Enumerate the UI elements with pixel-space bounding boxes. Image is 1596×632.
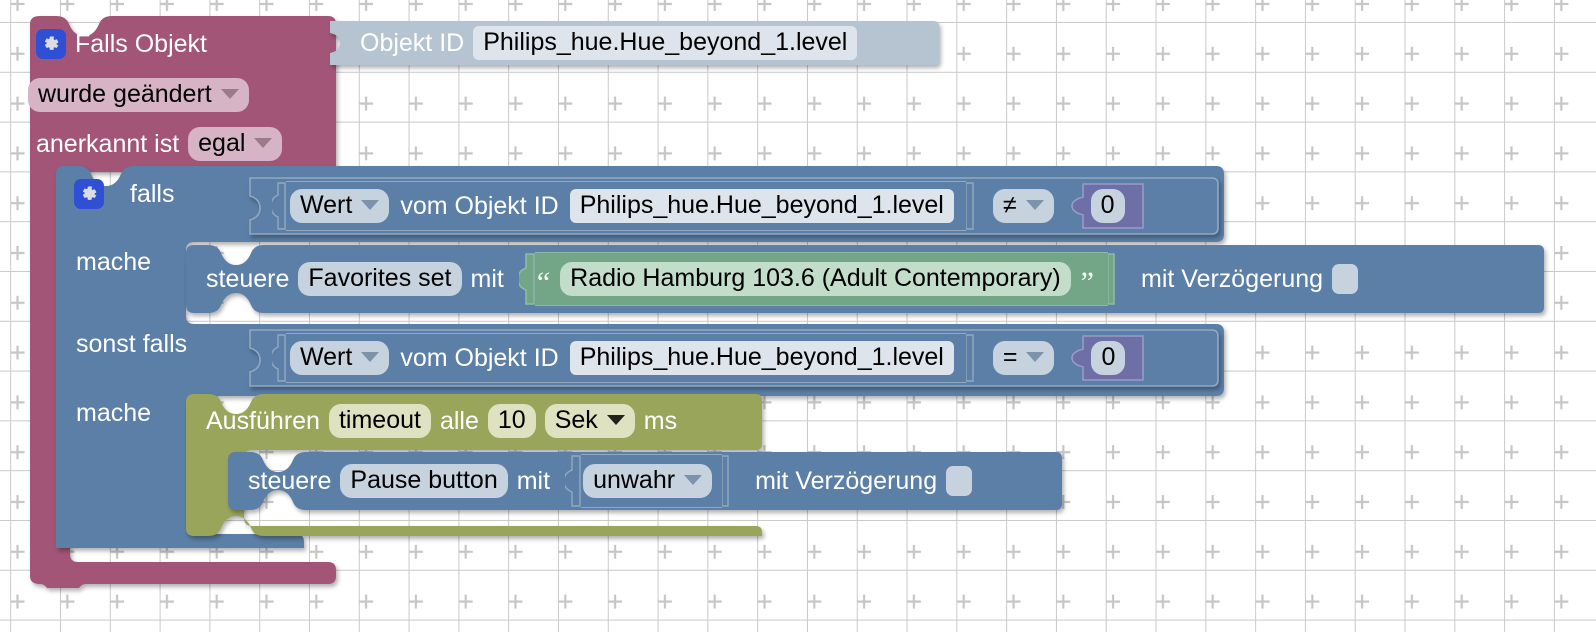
delay-checkbox-1[interactable] — [1332, 264, 1359, 294]
chevron-down-icon — [684, 475, 703, 485]
object-id-input[interactable]: Philips_hue.Hue_beyond_1.level — [473, 26, 858, 60]
change-mode-field[interactable]: wurde geändert — [28, 78, 249, 112]
number-field-1[interactable]: 0 — [1090, 189, 1125, 223]
string-value-input[interactable]: Radio Hamburg 103.6 (Adult Contemporary) — [560, 262, 1071, 296]
control-target-2[interactable]: Pause button — [340, 464, 508, 498]
condition-object-id-1[interactable]: Philips_hue.Hue_beyond_1.level — [569, 189, 954, 223]
bool-dropdown[interactable]: unwahr — [583, 464, 713, 498]
number-field-2[interactable]: 0 — [1091, 341, 1126, 375]
timeout-every-label: alle — [439, 406, 479, 435]
gear-icon[interactable] — [36, 29, 66, 59]
timeout-unit-suffix: ms — [643, 406, 678, 435]
control-verb-2: steuere — [248, 466, 332, 495]
from-object-label-2: vom Objekt ID — [400, 343, 559, 372]
do-label-2: mache — [76, 399, 152, 427]
operator-dropdown-1[interactable]: ≠ — [992, 189, 1054, 223]
trigger-ack-row: anerkannt ist egal — [36, 127, 283, 161]
chevron-down-icon — [1025, 200, 1044, 210]
delay-label-2: mit Verzögerung — [755, 466, 938, 495]
change-mode-label: wurde geändert — [38, 79, 212, 108]
trigger-change-mode-dropdown[interactable]: wurde geändert — [28, 78, 249, 112]
timeout-interval-field[interactable]: 10 — [487, 404, 536, 438]
timeout-name-field[interactable]: timeout — [328, 404, 431, 438]
timeout-run-label: Ausführen — [206, 406, 320, 435]
value-type-1: Wert — [300, 190, 353, 219]
operator-2: = — [1002, 342, 1018, 371]
object-id-block[interactable]: Objekt ID Philips_hue.Hue_beyond_1.level — [330, 19, 940, 67]
control-with-2: mit — [516, 466, 551, 495]
from-object-label-1: vom Objekt ID — [400, 191, 559, 220]
if-label: falls — [130, 179, 175, 208]
condition-block-2[interactable]: Wert vom Objekt ID Philips_hue.Hue_beyon… — [244, 327, 1220, 389]
delay-label-1: mit Verzögerung — [1141, 264, 1324, 293]
value-type-dropdown-2[interactable]: Wert — [290, 341, 390, 375]
control-target-1[interactable]: Favorites set — [298, 262, 462, 296]
trigger-header: Falls Objekt — [36, 28, 207, 60]
chevron-down-icon — [606, 415, 625, 425]
ack-label: anerkannt ist — [36, 129, 180, 158]
timeout-unit-dropdown[interactable]: Sek — [544, 404, 635, 438]
do-label-1: mache — [76, 248, 152, 276]
trigger-title: Falls Objekt — [75, 29, 207, 58]
ack-value: egal — [198, 128, 246, 157]
chevron-down-icon — [1026, 352, 1045, 362]
object-id-label: Objekt ID — [360, 28, 465, 57]
control-verb-1: steuere — [206, 264, 290, 293]
if-header: falls — [74, 178, 174, 210]
timeout-block[interactable]: Ausführen timeout alle 10 Sek ms — [186, 392, 764, 544]
ack-dropdown[interactable]: egal — [188, 127, 283, 161]
control-block-favorites[interactable]: steuere Favorites set mit “ Radio Hambur… — [186, 243, 1546, 315]
chevron-down-icon — [361, 352, 380, 362]
chevron-down-icon — [220, 89, 239, 99]
operator-1: ≠ — [1002, 190, 1017, 219]
delay-checkbox-2[interactable] — [946, 466, 973, 496]
chevron-down-icon — [361, 200, 380, 210]
condition-object-id-2[interactable]: Philips_hue.Hue_beyond_1.level — [569, 341, 954, 375]
condition-block-1[interactable]: Wert vom Objekt ID Philips_hue.Hue_beyon… — [244, 175, 1220, 237]
timeout-unit: Sek — [554, 405, 598, 434]
control-block-pause[interactable]: steuere Pause button mit unwahr mit — [228, 450, 1064, 512]
gear-icon[interactable] — [74, 179, 104, 209]
chevron-down-icon — [254, 138, 273, 148]
control-with-1: mit — [470, 264, 504, 293]
value-type-2: Wert — [300, 342, 353, 371]
elseif-label: sonst falls — [76, 330, 188, 358]
operator-dropdown-2[interactable]: = — [992, 341, 1055, 375]
bool-value: unwahr — [593, 465, 676, 494]
value-type-dropdown-1[interactable]: Wert — [290, 189, 390, 223]
